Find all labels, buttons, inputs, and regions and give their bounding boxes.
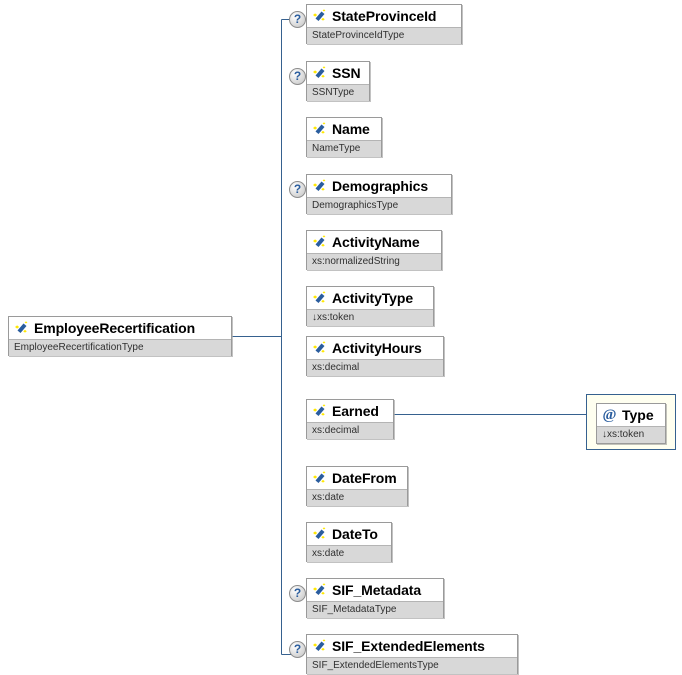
- node-type-label: xs:date: [307, 489, 407, 506]
- node-name-row: SIF_Metadata: [307, 579, 443, 601]
- xsd-element-icon: [312, 403, 327, 419]
- node-activitytype[interactable]: ActivityType ↓xs:token: [306, 286, 434, 326]
- attribute-node-type[interactable]: @ Type ↓xs:token: [586, 394, 676, 450]
- node-name-label: StateProvinceId: [332, 8, 437, 24]
- at-sign-icon: @: [602, 406, 617, 423]
- node-name-label: ActivityType: [332, 290, 414, 306]
- node-type-label: xs:normalizedString: [307, 253, 441, 270]
- node-type-label: StateProvinceIdType: [307, 27, 461, 44]
- xsd-element-icon: [312, 234, 327, 250]
- xsd-element-icon: [312, 178, 327, 194]
- node-name-label: ActivityName: [332, 234, 420, 250]
- xsd-element-icon: [312, 65, 327, 81]
- attribute-name-row: @ Type: [597, 404, 665, 426]
- node-dateto[interactable]: DateTo xs:date: [306, 522, 392, 562]
- optional-marker-ssn: ?: [289, 68, 306, 85]
- xsd-element-icon: [312, 470, 327, 486]
- node-name-row: SIF_ExtendedElements: [307, 635, 517, 657]
- node-name-row: StateProvinceId: [307, 5, 461, 27]
- node-type-label: NameType: [307, 140, 381, 157]
- node-name-label: SIF_Metadata: [332, 582, 422, 598]
- node-name-row: Demographics: [307, 175, 451, 197]
- node-type-label: xs:date: [307, 545, 391, 562]
- xsd-element-icon: [312, 8, 327, 24]
- node-name-label: Demographics: [332, 178, 429, 194]
- xsd-element-icon: [312, 638, 327, 654]
- node-name-row: ActivityName: [307, 231, 441, 253]
- node-name-label: EmployeeRecertification: [34, 320, 196, 336]
- node-activityhours[interactable]: ActivityHours xs:decimal: [306, 336, 444, 376]
- node-type-label: EmployeeRecertificationType: [9, 339, 231, 356]
- node-ssn[interactable]: SSN SSNType: [306, 61, 370, 101]
- node-type-label: DemographicsType: [307, 197, 451, 214]
- node-name-label: Name: [332, 121, 370, 137]
- xsd-element-icon: [14, 320, 29, 336]
- node-name-label: ActivityHours: [332, 340, 422, 356]
- node-datefrom[interactable]: DateFrom xs:date: [306, 466, 408, 506]
- node-name-row: SSN: [307, 62, 369, 84]
- xsd-element-icon: [312, 526, 327, 542]
- node-type-label: SSNType: [307, 84, 369, 101]
- attribute-type-label: ↓xs:token: [597, 426, 665, 443]
- node-name-row: ActivityHours: [307, 337, 443, 359]
- xsd-element-icon: [312, 121, 327, 137]
- node-name-row: EmployeeRecertification: [9, 317, 231, 339]
- node-type-label: xs:decimal: [307, 422, 393, 439]
- xsd-element-icon: [312, 340, 327, 356]
- node-type-label: ↓xs:token: [307, 309, 433, 326]
- node-name-label: SIF_ExtendedElements: [332, 638, 485, 654]
- optional-marker-stateprovinceid: ?: [289, 11, 306, 28]
- optional-marker-demographics: ?: [289, 181, 306, 198]
- node-type-label: SIF_ExtendedElementsType: [307, 657, 517, 674]
- node-name-row: ActivityType: [307, 287, 433, 309]
- node-name-row: Earned: [307, 400, 393, 422]
- node-name-row: DateFrom: [307, 467, 407, 489]
- xsd-element-icon: [312, 290, 327, 306]
- node-name-row: Name: [307, 118, 381, 140]
- node-type-label: SIF_MetadataType: [307, 601, 443, 618]
- node-name-label: SSN: [332, 65, 361, 81]
- attribute-name-label: Type: [622, 407, 654, 423]
- node-name-label: DateTo: [332, 526, 378, 542]
- xsd-element-icon: [312, 582, 327, 598]
- node-name-label: DateFrom: [332, 470, 397, 486]
- node-name-label: Earned: [332, 403, 379, 419]
- optional-marker-sif-metadata: ?: [289, 585, 306, 602]
- optional-marker-sif-extendedelements: ?: [289, 641, 306, 658]
- node-name-row: DateTo: [307, 523, 391, 545]
- node-earned[interactable]: Earned xs:decimal: [306, 399, 394, 439]
- attribute-inner-box: @ Type ↓xs:token: [596, 403, 666, 444]
- node-type-label: xs:decimal: [307, 359, 443, 376]
- node-activityname[interactable]: ActivityName xs:normalizedString: [306, 230, 442, 270]
- node-employeerecertification[interactable]: EmployeeRecertification EmployeeRecertif…: [8, 316, 232, 356]
